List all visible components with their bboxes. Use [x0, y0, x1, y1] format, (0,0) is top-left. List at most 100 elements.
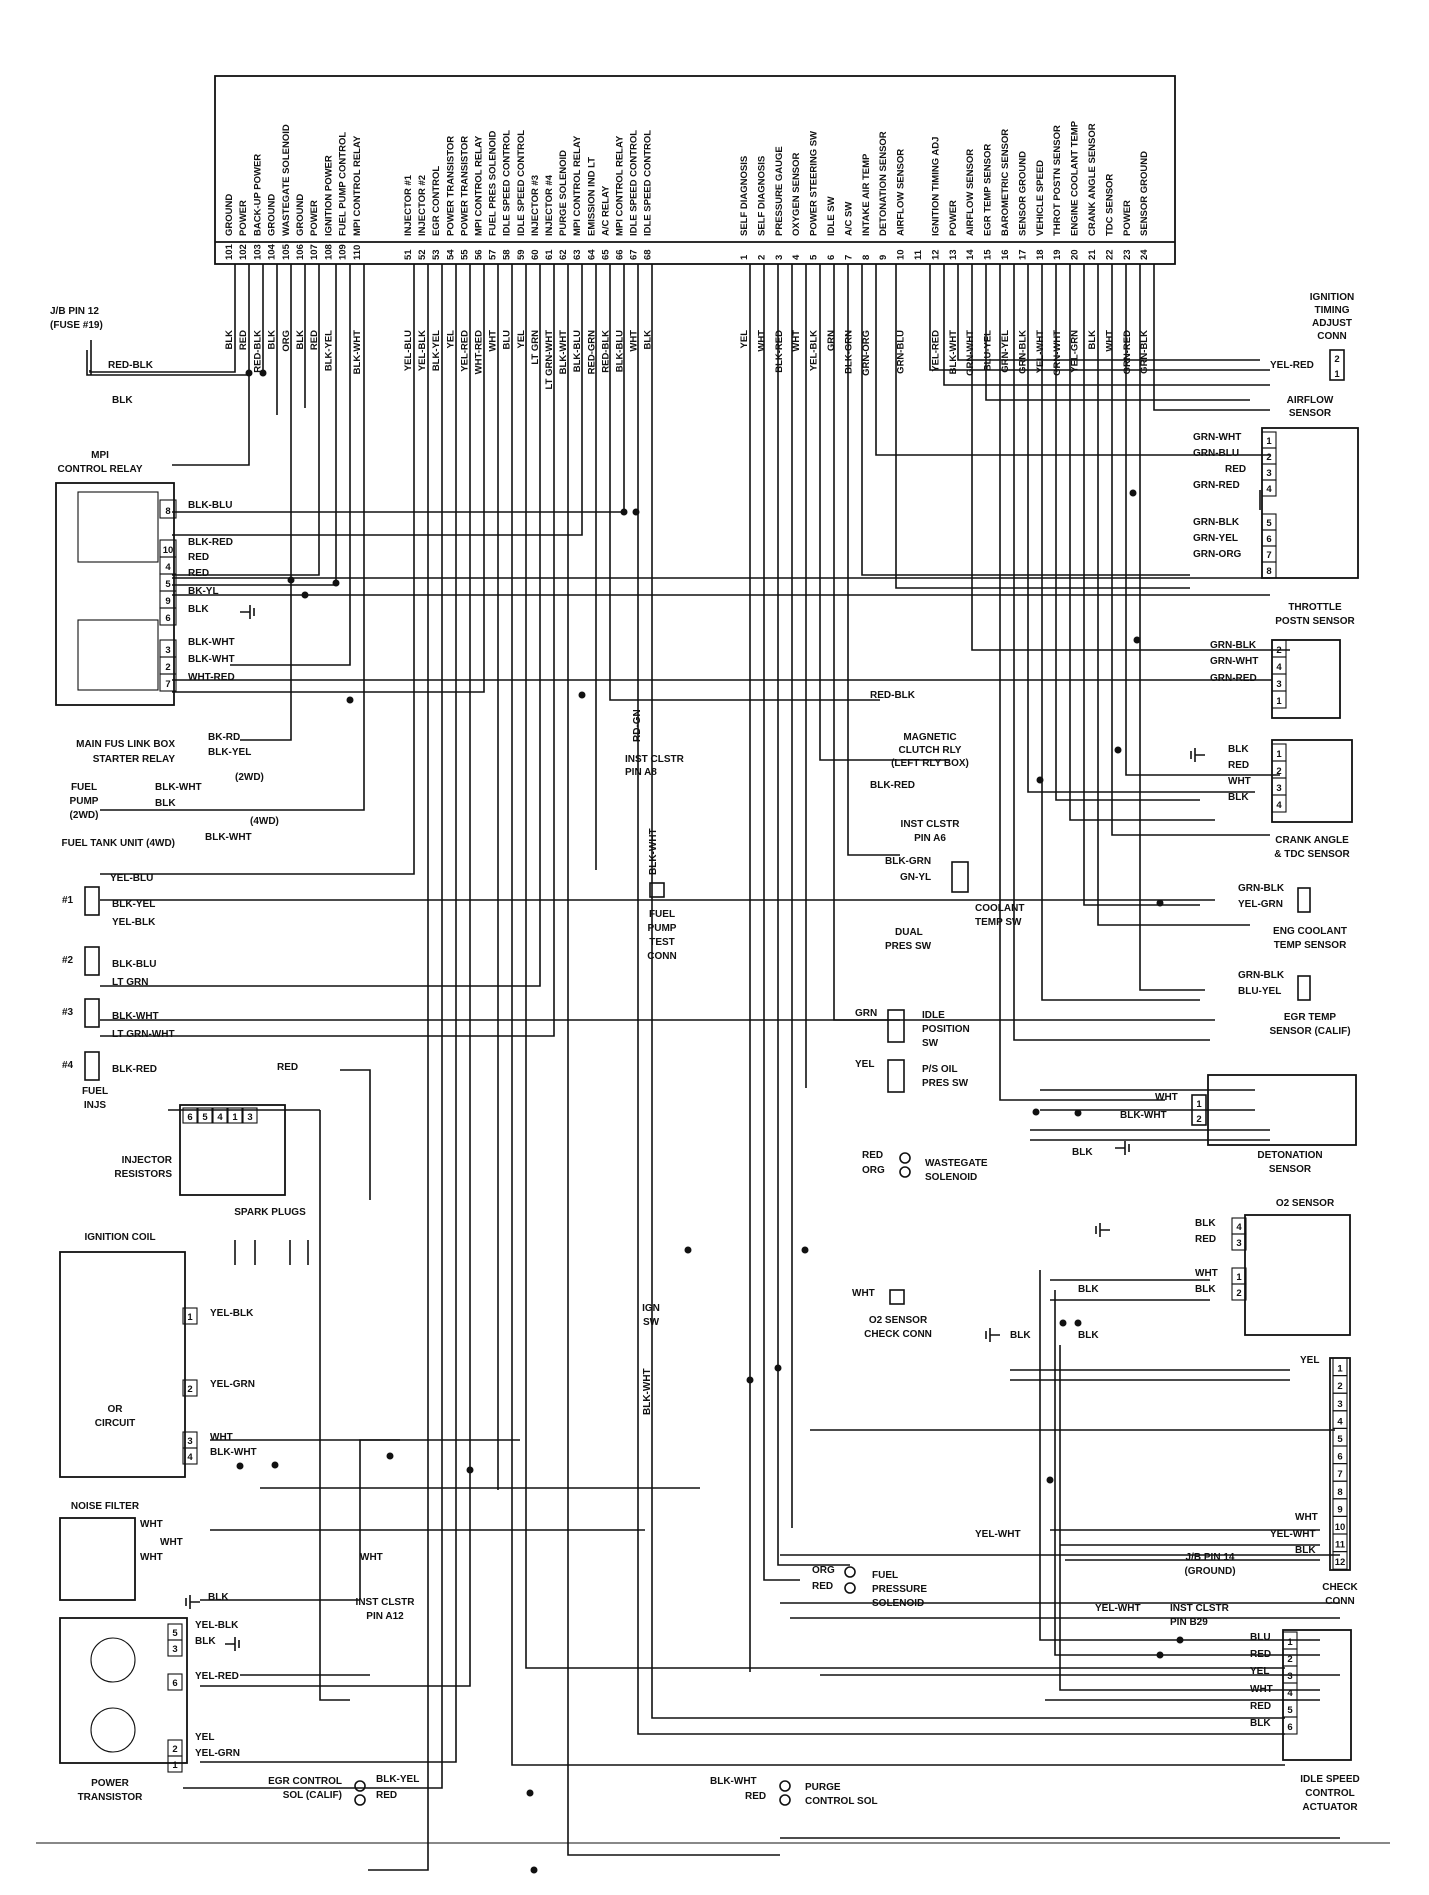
ecu-pin-number: 105 [281, 243, 292, 260]
svg-text:MAIN FUS LINK BOX: MAIN FUS LINK BOX [76, 739, 175, 750]
ecu-pin-number: 16 [1000, 249, 1011, 260]
svg-text:CONTROL SOL: CONTROL SOL [805, 1796, 878, 1807]
resistor-pin-box [212, 1107, 228, 1124]
ecu-pin-function: IDLE SPEED CONTROL [502, 130, 513, 236]
svg-text:1: 1 [1334, 369, 1340, 380]
ecu-pin-wire: BLK-WHT [352, 330, 363, 375]
svg-text:BLK-WHT: BLK-WHT [642, 1368, 653, 1415]
connector-pin-number: 8 [1266, 566, 1271, 577]
svg-text:POSTN SENSOR: POSTN SENSOR [1275, 616, 1355, 627]
connector-pin-number: 3 [165, 645, 170, 656]
ecu-pin-function: SENSOR GROUND [1139, 151, 1150, 236]
connector-pin-box [159, 499, 177, 519]
ecu-pin-function: EMISSION IND LT [586, 157, 597, 236]
ecu-pin-wire: YEL [739, 330, 750, 349]
svg-text:COOLANT: COOLANT [975, 903, 1024, 914]
svg-text:ACTUATOR: ACTUATOR [1302, 1802, 1358, 1813]
ecu-pin-number: 61 [544, 249, 555, 260]
ecu-pin-number: 104 [267, 243, 278, 260]
ecu-pin-wire: YEL-BLU [403, 330, 414, 371]
connector-pin-number: 6 [165, 613, 170, 624]
ecu-pin-number: 59 [516, 249, 527, 260]
svg-text:(FUSE #19): (FUSE #19) [50, 320, 103, 331]
connector-pin-number: 3 [1236, 1238, 1241, 1249]
connector-pin-number: 1 [1337, 1364, 1343, 1375]
svg-text:BLK-WHT: BLK-WHT [155, 782, 202, 793]
svg-text:PRES SW: PRES SW [885, 941, 932, 952]
svg-text:RED: RED [188, 552, 209, 563]
svg-text:(LEFT RLY BOX): (LEFT RLY BOX) [891, 758, 969, 769]
ecu-pin-wire: RED [238, 330, 249, 350]
ecu-pin-function: CRANK ANGLE SENSOR [1087, 123, 1098, 236]
ecu-pin-wire: GRN [826, 330, 837, 351]
connector-pin-box [167, 1673, 183, 1691]
connector-pin-number: 1 [1266, 436, 1272, 447]
svg-text:GRN-WHT: GRN-WHT [1210, 656, 1258, 667]
injector-wire: YEL-BLU [110, 873, 153, 884]
connector-pin-number: 1 [1287, 1637, 1293, 1648]
ecu-pin-function: INJECTOR #4 [544, 174, 555, 236]
svg-text:BLU: BLU [1250, 1632, 1271, 1643]
svg-text:GRN-ORG: GRN-ORG [1193, 549, 1242, 560]
connector-pin-number: 4 [1266, 484, 1272, 495]
ecu-pin-function: EGR TEMP SENSOR [983, 144, 994, 236]
connector-pin-number: 9 [1337, 1504, 1342, 1515]
egr-temp-sensor: GRN-BLK BLU-YEL EGR TEMP SENSOR (CALIF) [1238, 970, 1351, 1037]
svg-text:CHECK: CHECK [1322, 1582, 1358, 1593]
connector-pin-number: 6 [1287, 1722, 1292, 1733]
connector-pin-number: 10 [1335, 1522, 1346, 1533]
svg-text:GRN-BLK: GRN-BLK [1193, 517, 1240, 528]
inst-cluster-a8: RD-GN INST CLSTR PIN A8 [625, 709, 685, 778]
svg-text:CRANK ANGLE: CRANK ANGLE [1275, 835, 1349, 846]
svg-text:TIMING: TIMING [1315, 305, 1350, 316]
ecu-pin-function: IGNITION POWER [323, 155, 334, 236]
injector-body [84, 886, 100, 916]
svg-text:BLK-YEL: BLK-YEL [376, 1774, 419, 1785]
injector-number: #3 [62, 1007, 74, 1018]
ecu-pin-function: INJECTOR #1 [403, 174, 414, 236]
ecu-pin-wire: WHT [488, 330, 499, 352]
svg-text:IDLE SPEED: IDLE SPEED [1300, 1774, 1359, 1785]
svg-text:BLK-WHT: BLK-WHT [710, 1776, 757, 1787]
ecu-pin-number: 8 [861, 255, 872, 260]
svg-text:PUMP: PUMP [70, 796, 99, 807]
resistor-pin-number: 5 [202, 1112, 208, 1123]
svg-text:RD-GN: RD-GN [632, 709, 643, 742]
ecu-pin-wire: BLK [267, 330, 278, 350]
ecu-pin-wire: BLK [643, 330, 654, 350]
ecu-pin-function: EGR CONTROL [431, 166, 442, 236]
svg-text:J/B PIN 12: J/B PIN 12 [50, 306, 99, 317]
connector-pin-box [1332, 1551, 1348, 1570]
wire-network [86, 264, 1340, 1871]
purge-control-sol: BLK-WHT RED PURGE CONTROL SOL [710, 1776, 878, 1807]
ecu-pin-function: GROUND [295, 194, 306, 236]
svg-text:SENSOR (CALIF): SENSOR (CALIF) [1269, 1026, 1350, 1037]
ecu-pin-function: MPI CONTROL RELAY [572, 135, 583, 236]
connector-pin-box [1271, 794, 1287, 813]
ecu-pin-number: 15 [983, 249, 994, 260]
ecu-pin-wire: BLK-GRN [843, 330, 854, 374]
ecu-pin-number: 7 [843, 255, 854, 260]
ecu-pin-number: 14 [965, 249, 976, 260]
main-fuse-starter: MAIN FUS LINK BOX STARTER RELAY BK-RD BL… [76, 732, 251, 765]
injector-wire: BLK-BLU [112, 959, 156, 970]
svg-text:WHT: WHT [1295, 1512, 1318, 1523]
ignition-coil: IGNITION COIL OR CIRCUIT YEL-BLK YEL-GRN… [59, 1232, 257, 1478]
injector-wire: YEL-BLK [112, 917, 156, 928]
ecu-pin-number: 64 [586, 249, 597, 260]
injector-number: #4 [62, 1060, 74, 1071]
svg-text:SPARK PLUGS: SPARK PLUGS [234, 1207, 306, 1218]
connector-pin-number: 7 [1266, 550, 1271, 561]
ecu-pin-number: 101 [224, 243, 235, 260]
resistor-pin-number: 6 [187, 1112, 192, 1123]
svg-text:GRN-RED: GRN-RED [1210, 673, 1257, 684]
svg-text:SOLENOID: SOLENOID [872, 1598, 924, 1609]
connector-pin-number: 1 [187, 1312, 193, 1323]
ecu-pin-function: VEHICLE SPEED [1035, 160, 1046, 236]
ecu-pin-function: GROUND [267, 194, 278, 236]
ecu-pin-function: MPI CONTROL RELAY [474, 135, 485, 236]
